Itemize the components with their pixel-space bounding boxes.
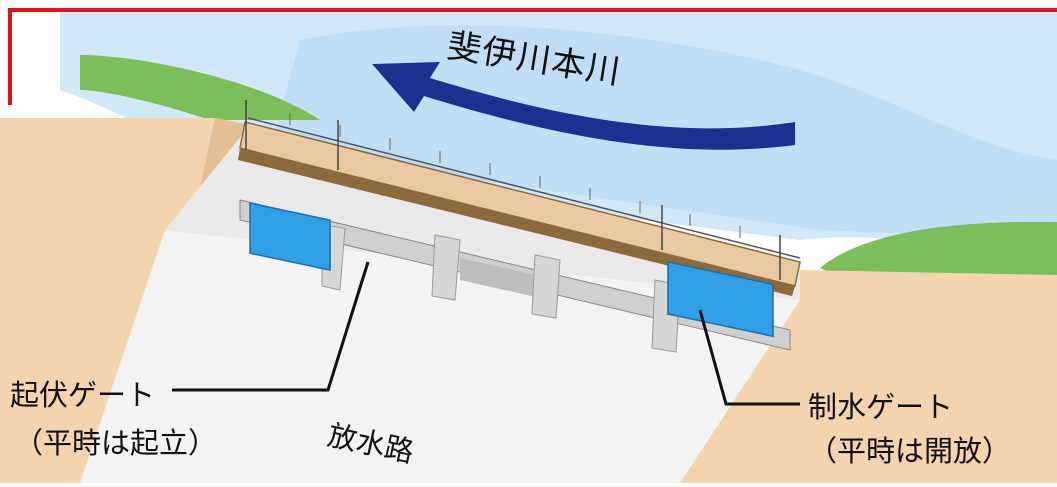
leader-flap-gate: [172, 261, 370, 392]
red-frame: [8, 8, 1057, 105]
control-gate-left: [249, 202, 331, 272]
flow-arrow-icon: [372, 62, 795, 150]
label-control-gate: 制水ゲート: [808, 390, 954, 424]
label-control-gate-note: （平時は開放）: [808, 434, 1012, 468]
bank-left: [80, 55, 320, 120]
label-flap-gate: 起伏ゲート: [10, 378, 156, 412]
label-flap-gate-note: （平時は起立）: [14, 426, 218, 460]
embankment-left: [0, 118, 215, 483]
control-gate-right: [667, 261, 774, 338]
leader-control-gate: [698, 309, 800, 406]
